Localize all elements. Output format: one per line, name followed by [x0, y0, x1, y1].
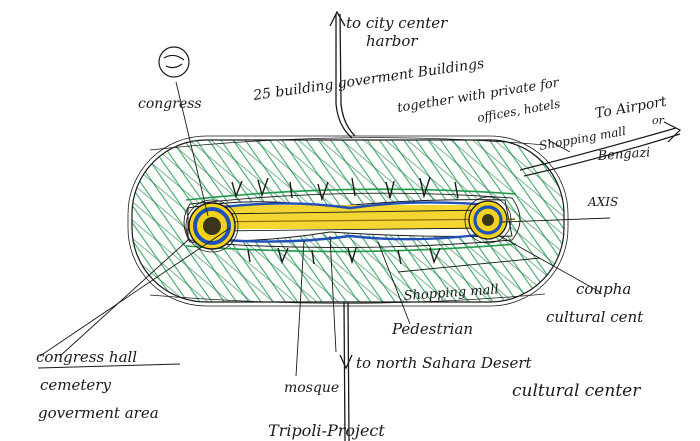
label-harbor: harbor	[366, 32, 418, 50]
label-congress: congress	[138, 96, 202, 112]
building-marks	[231, 176, 459, 265]
label-cemetery: cemetery	[40, 376, 111, 394]
label-airport-or: or	[652, 114, 665, 127]
central-axis	[183, 188, 521, 253]
congress-hall-node	[185, 199, 239, 253]
label-axis: AXIS	[587, 195, 618, 209]
congress-symbol	[158, 46, 190, 78]
cultural-center-node	[464, 196, 512, 244]
text-underlines	[37, 363, 181, 369]
label-to-north-sahara: to north Sahara Desert	[356, 354, 532, 372]
label-mosque: mosque	[284, 380, 339, 396]
label-congress-hall: congress hall	[36, 348, 137, 366]
label-government-area: goverment area	[38, 404, 159, 422]
airport-arrow	[519, 121, 682, 177]
annotation-leaders	[39, 81, 611, 377]
label-to-city-center: to city center	[346, 14, 448, 32]
label-cultural-center: cultural center	[512, 381, 641, 401]
label-cultural-cent: cultural cent	[546, 308, 644, 326]
label-pedestrian: Pedestrian	[391, 320, 473, 338]
label-coupha: coupha	[576, 280, 631, 298]
label-title: Tripoli-Project	[268, 421, 385, 440]
label-airport-line2: Bengazi	[596, 145, 651, 164]
label-shopping-lower: Shopping mall	[403, 282, 499, 304]
north-south-route	[329, 10, 356, 441]
